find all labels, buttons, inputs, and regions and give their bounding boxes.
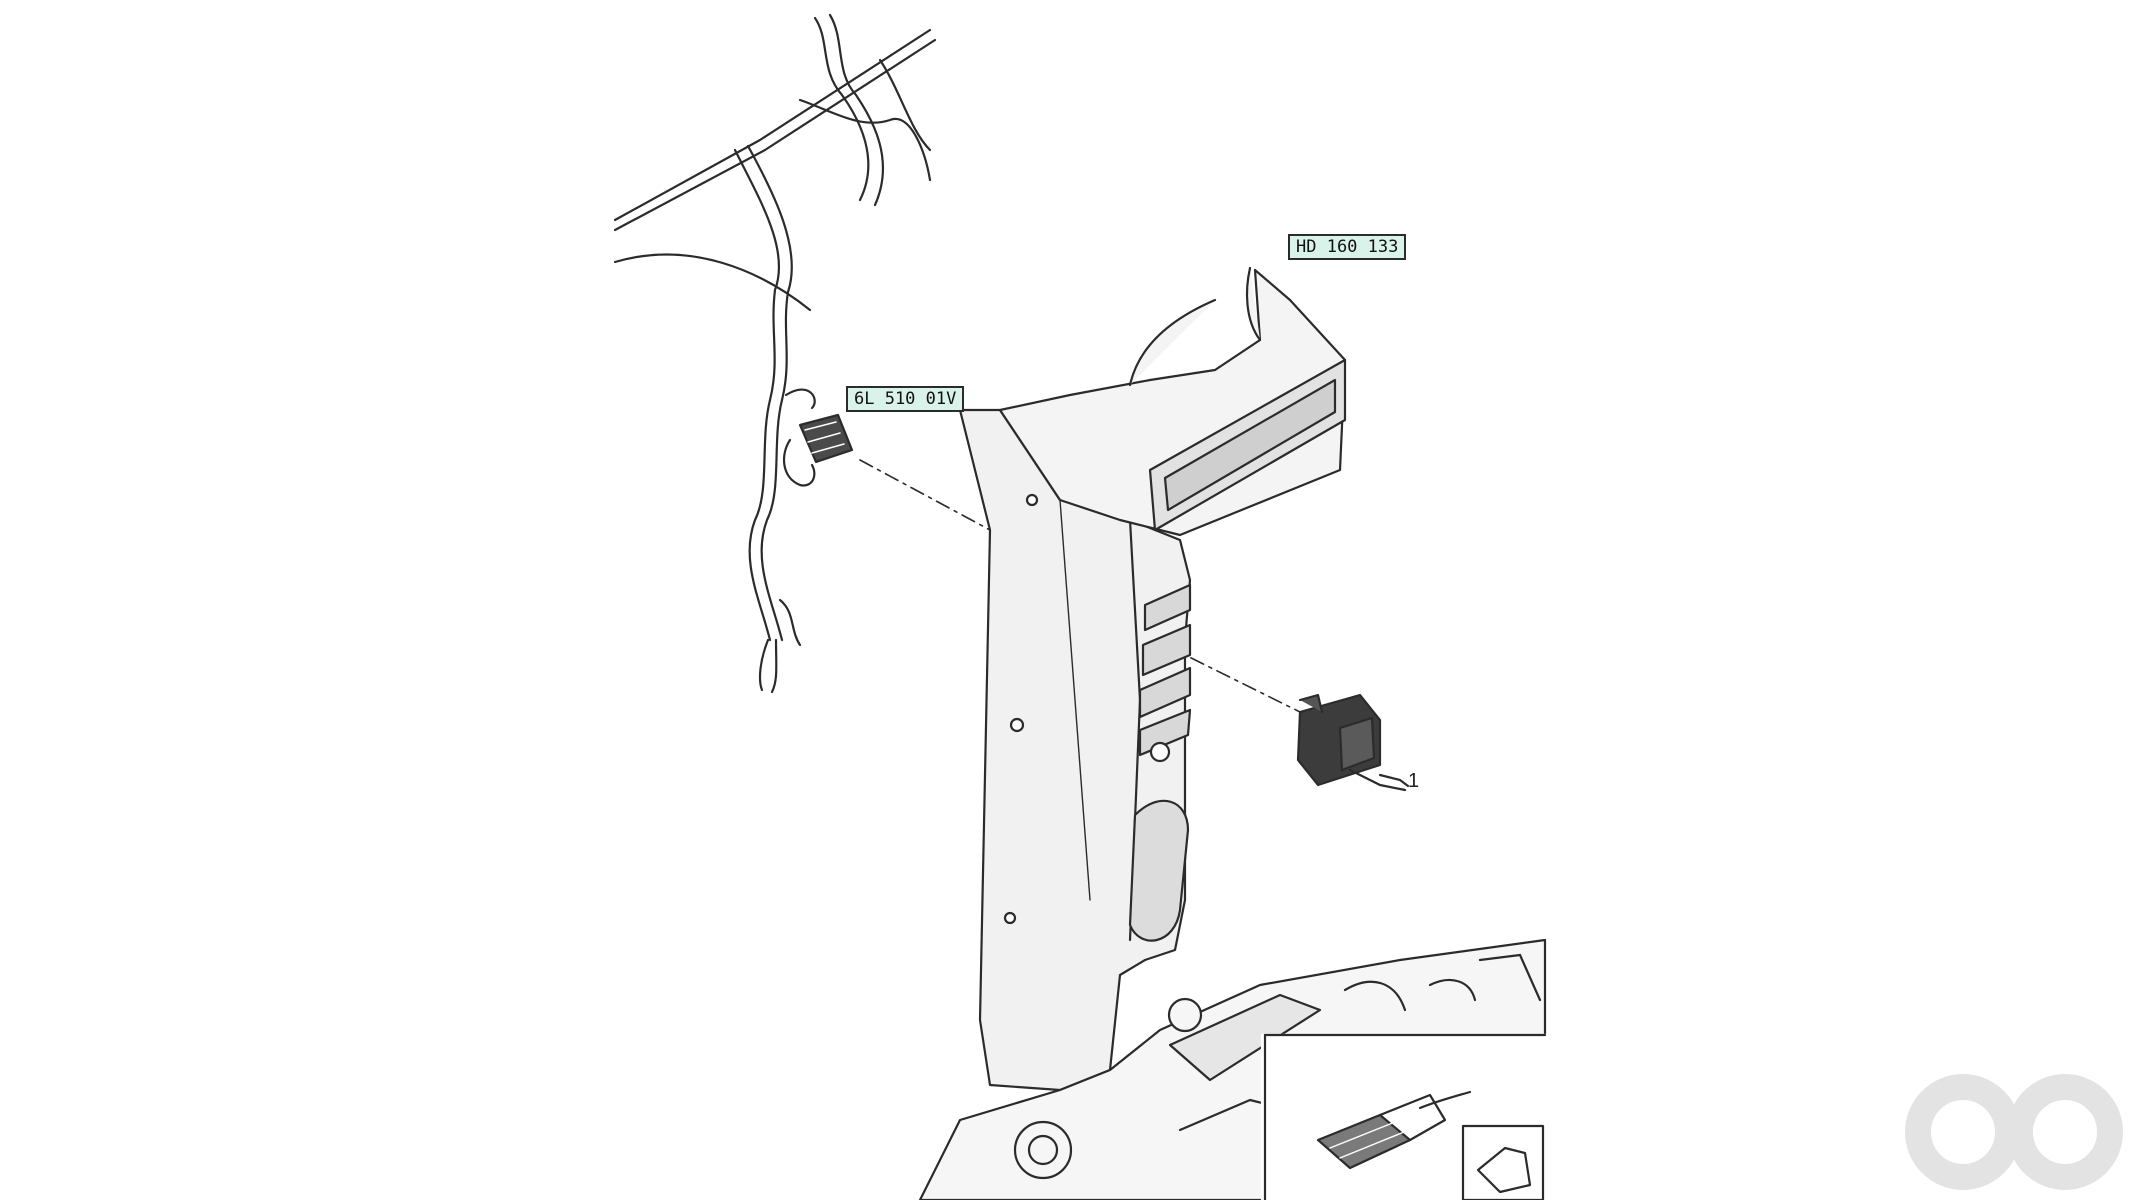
arrow-card-icon [1461,1124,1545,1200]
overhead-duct-part-label: HD 160 133 [1288,234,1407,260]
oo-logo-watermark [1905,1074,2123,1190]
alignment-lines [859,459,1301,713]
wiring-harness [613,13,937,694]
harness-connector [782,413,854,487]
callout-number-1: 1 [1408,770,1420,792]
connector-part-label: 6L 510 01V [846,386,965,412]
callout-leader-1 [1348,768,1407,792]
overhead-air-duct [998,266,1347,537]
rocker-switch [1296,693,1410,788]
pillar-lower-window [1003,493,1190,942]
pillar-vent-slots [1138,583,1192,763]
